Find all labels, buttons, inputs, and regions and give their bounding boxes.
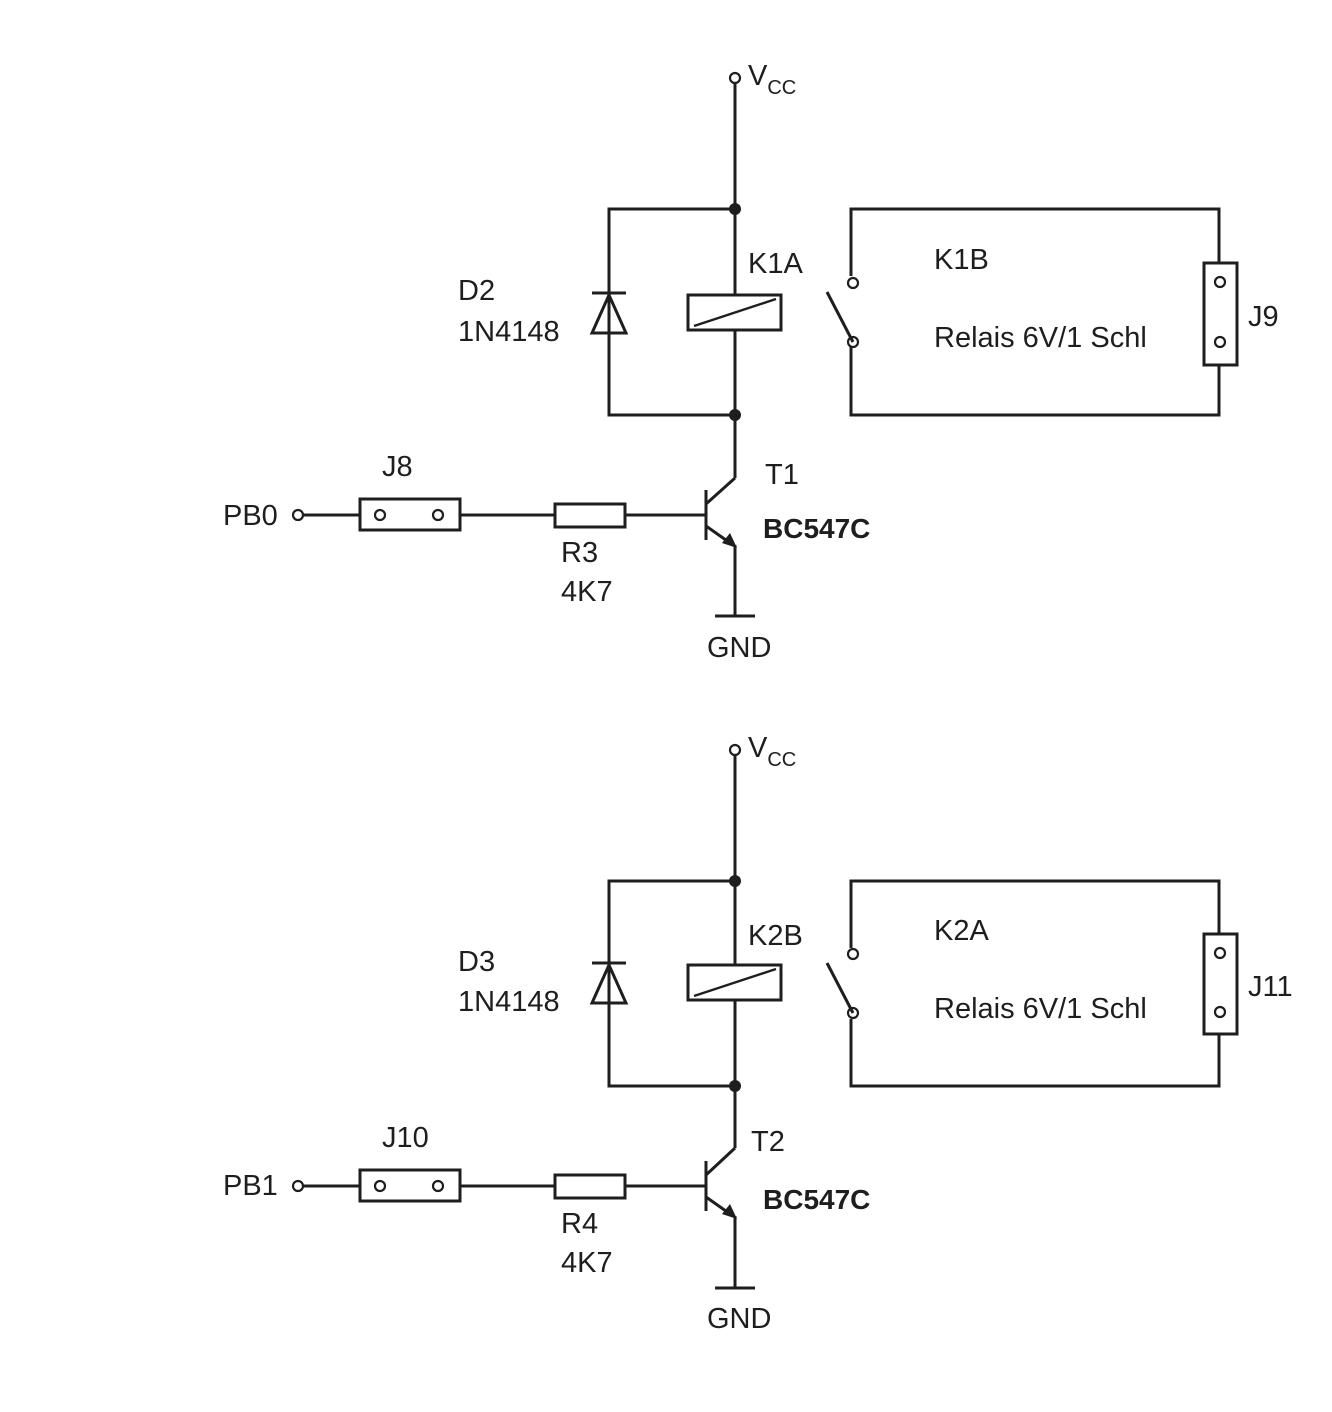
contact-loop-top-1 — [849, 207, 1221, 276]
transistor-ref-1: T1 — [765, 459, 799, 491]
junction-top-1 — [729, 203, 741, 215]
contact-terminal-a-2 — [846, 947, 860, 961]
relay-switch-k2a — [825, 962, 855, 1014]
relay-coil-k1a — [686, 293, 783, 332]
relay-coil-k2b — [686, 963, 783, 1002]
diode-ref-1: D2 — [458, 275, 495, 307]
jumper-j10 — [358, 1168, 462, 1203]
vcc-sub-1: CC — [767, 77, 796, 99]
contact-loop-top-2 — [849, 879, 1221, 948]
vcc-main-2: V — [748, 732, 768, 764]
junction-bottom-1 — [729, 409, 741, 421]
relay-coil-label-2: K2B — [748, 920, 803, 952]
jumper-in-label-2: J10 — [382, 1122, 429, 1154]
resistor-r3 — [553, 502, 627, 529]
ground-label-1: GND — [707, 632, 771, 664]
contact-loop-bottom-2 — [849, 1019, 1221, 1088]
transistor-t1 — [704, 476, 737, 548]
transistor-t2 — [704, 1146, 737, 1219]
jumper-j11 — [1202, 932, 1239, 1036]
vcc-main-1: V — [748, 60, 768, 92]
input-label-1: PB0 — [223, 500, 278, 532]
input-terminal-1 — [291, 508, 305, 522]
resistor-ref-2: R4 — [561, 1208, 598, 1240]
input-terminal-2 — [291, 1179, 305, 1193]
vcc-label-2: VCC — [748, 732, 796, 771]
jumper-j8 — [358, 497, 462, 532]
input-label-2: PB1 — [223, 1170, 278, 1202]
jumper-out-label-1: J9 — [1248, 301, 1279, 333]
relay-switch-k1b — [825, 291, 855, 343]
relay-circuit-2: VCC D3 1N4148 K2B K2A Relais 6V/1 Schl — [223, 732, 1293, 1335]
transistor-ref-2: T2 — [751, 1126, 785, 1158]
vcc-terminal-1 — [728, 71, 742, 85]
relay-circuit-1: VCC D2 1N4148 K1A K1B Relais 6V/1 Schl — [223, 60, 1279, 664]
diode-part-2: 1N4148 — [458, 986, 560, 1018]
contact-terminal-a-1 — [846, 276, 860, 290]
ground-label-2: GND — [707, 1303, 771, 1335]
diode-part-1: 1N4148 — [458, 316, 560, 348]
junction-top-2 — [729, 875, 741, 887]
relay-desc-1: Relais 6V/1 Schl — [934, 322, 1147, 354]
vcc-label-1: VCC — [748, 60, 796, 99]
diode-d2 — [589, 285, 629, 341]
diode-d3 — [589, 955, 629, 1011]
vcc-terminal-2 — [728, 743, 742, 757]
relay-contact-label-2: K2A — [934, 915, 989, 947]
resistor-r4 — [553, 1173, 627, 1200]
vcc-sub-2: CC — [767, 749, 796, 771]
diode-ref-2: D3 — [458, 946, 495, 978]
jumper-out-label-2: J11 — [1248, 971, 1293, 1003]
transistor-part-2: BC547C — [763, 1184, 870, 1215]
resistor-value-2: 4K7 — [561, 1247, 613, 1279]
jumper-j9 — [1202, 261, 1239, 367]
relay-desc-2: Relais 6V/1 Schl — [934, 993, 1147, 1025]
transistor-part-1: BC547C — [763, 513, 870, 544]
relay-coil-label-1: K1A — [748, 248, 803, 280]
jumper-in-label-1: J8 — [382, 451, 413, 483]
contact-loop-bottom-1 — [849, 347, 1221, 417]
relay-contact-label-1: K1B — [934, 244, 989, 276]
junction-bottom-2 — [729, 1080, 741, 1092]
resistor-ref-1: R3 — [561, 537, 598, 569]
resistor-value-1: 4K7 — [561, 576, 613, 608]
